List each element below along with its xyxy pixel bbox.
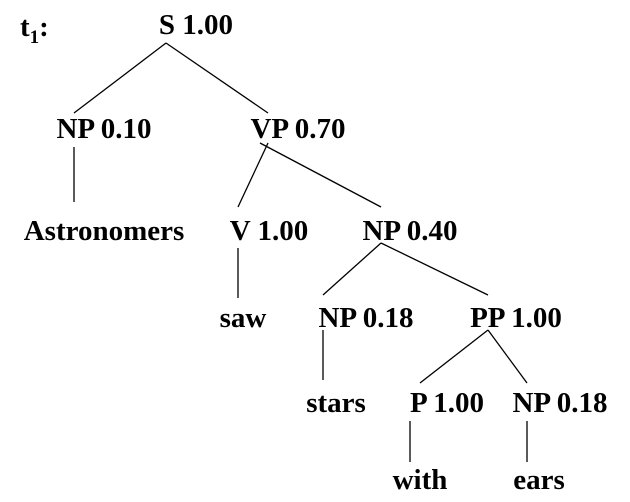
node-pp: PP 1.00 (470, 302, 562, 334)
edge-s-np-subject (73, 42, 167, 114)
node-np-stars: NP 0.18 (318, 302, 413, 334)
tree-label-sub: 1 (30, 27, 40, 48)
edge-pp-p (419, 329, 489, 384)
tree-edges (73, 42, 528, 462)
edge-np-object-pp (380, 242, 489, 296)
node-v: V 1.00 (230, 215, 308, 247)
node-p: P 1.00 (410, 387, 484, 419)
tree-nodes: S 1.00 NP 0.10 VP 0.70 Astronomers V 1.0… (24, 9, 608, 496)
node-stars: stars (306, 387, 366, 419)
node-ears: ears (513, 464, 565, 496)
node-astronomers: Astronomers (24, 215, 185, 247)
node-with: with (393, 464, 448, 496)
edge-s-vp (165, 42, 269, 114)
tree-label-main: t (20, 11, 30, 43)
edge-vp-v (237, 142, 269, 208)
node-np-ears: NP 0.18 (512, 387, 607, 419)
node-saw: saw (220, 302, 267, 334)
edge-np-object-np-stars (322, 242, 382, 296)
node-np-subject: NP 0.10 (56, 113, 151, 145)
tree-label-suffix: : (39, 11, 49, 43)
tree-label: t1: (20, 11, 49, 48)
edge-vp-np-object (259, 142, 382, 208)
node-np-object: NP 0.40 (362, 215, 457, 247)
edge-pp-np-ears (487, 329, 528, 384)
node-vp: VP 0.70 (250, 113, 345, 145)
node-s: S 1.00 (159, 9, 233, 41)
